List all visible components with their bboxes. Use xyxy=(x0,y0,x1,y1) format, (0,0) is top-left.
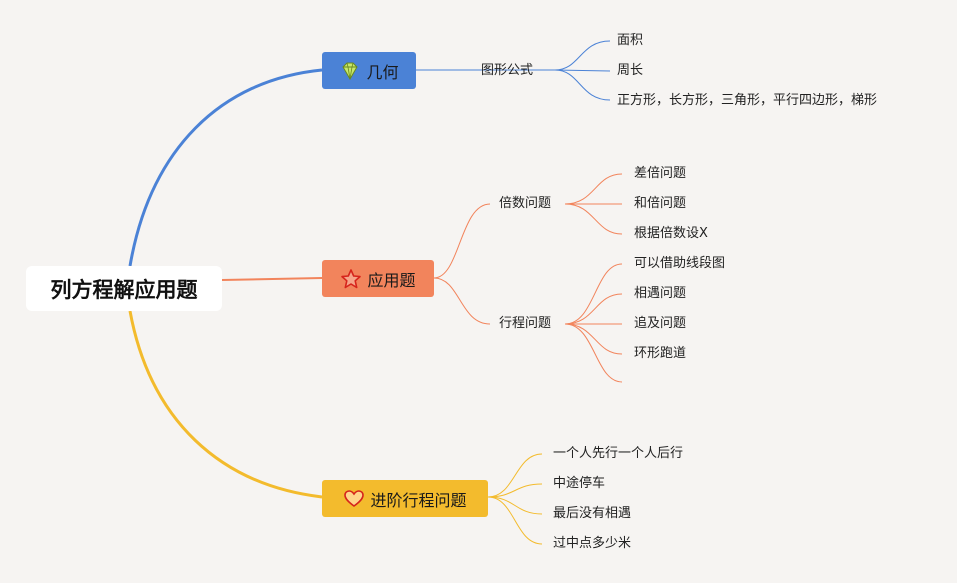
connector-root-to-application xyxy=(221,277,323,281)
leaf-circular-track[interactable]: 环形跑道 xyxy=(634,346,687,361)
leaf-line-segment-diagram[interactable]: 可以借助线段图 xyxy=(634,256,726,271)
branch-geometry-label: 几何 xyxy=(366,62,399,82)
application-connectors xyxy=(433,173,623,383)
branch-advanced-travel-label: 进阶行程问题 xyxy=(370,490,467,510)
leaf-sum-multiple[interactable]: 和倍问题 xyxy=(634,196,687,211)
connector-root-to-geometry xyxy=(128,68,323,267)
advanced-connectors xyxy=(487,453,543,545)
diamond-icon xyxy=(339,60,361,82)
leaf-stop-midway[interactable]: 中途停车 xyxy=(553,476,606,491)
leaf-past-midpoint[interactable]: 过中点多少米 xyxy=(553,536,632,551)
leaf-shape-list[interactable]: 正方形，长方形，三角形，平行四边形，梯形 xyxy=(617,93,878,108)
branch-advanced-travel[interactable]: 进阶行程问题 xyxy=(322,480,488,517)
star-icon xyxy=(340,268,362,290)
branch-geometry[interactable]: 几何 xyxy=(322,52,416,89)
root-topic-label: 列方程解应用题 xyxy=(50,277,198,302)
subtopic-travel-problems[interactable]: 行程问题 xyxy=(499,316,552,331)
heart-icon xyxy=(343,488,365,510)
leaf-one-goes-first[interactable]: 一个人先行一个人后行 xyxy=(553,446,684,461)
subtopic-multiple-problems[interactable]: 倍数问题 xyxy=(499,196,552,211)
leaf-chase-problem[interactable]: 追及问题 xyxy=(634,316,687,331)
branch-application[interactable]: 应用题 xyxy=(322,260,434,297)
connector-root-to-advanced xyxy=(128,310,323,499)
leaf-area[interactable]: 面积 xyxy=(617,33,644,48)
leaf-meeting-problem[interactable]: 相遇问题 xyxy=(634,286,687,301)
leaf-perimeter[interactable]: 周长 xyxy=(617,63,644,78)
branch-application-label: 应用题 xyxy=(367,270,416,290)
leaf-set-x-by-multiple[interactable]: 根据倍数设X xyxy=(634,226,708,241)
geometry-connectors xyxy=(416,40,611,101)
root-topic[interactable]: 列方程解应用题 xyxy=(26,266,222,311)
leaf-no-meeting[interactable]: 最后没有相遇 xyxy=(553,506,632,521)
subtopic-shape-formulas[interactable]: 图形公式 xyxy=(481,63,534,78)
leaf-difference-multiple[interactable]: 差倍问题 xyxy=(634,166,687,181)
